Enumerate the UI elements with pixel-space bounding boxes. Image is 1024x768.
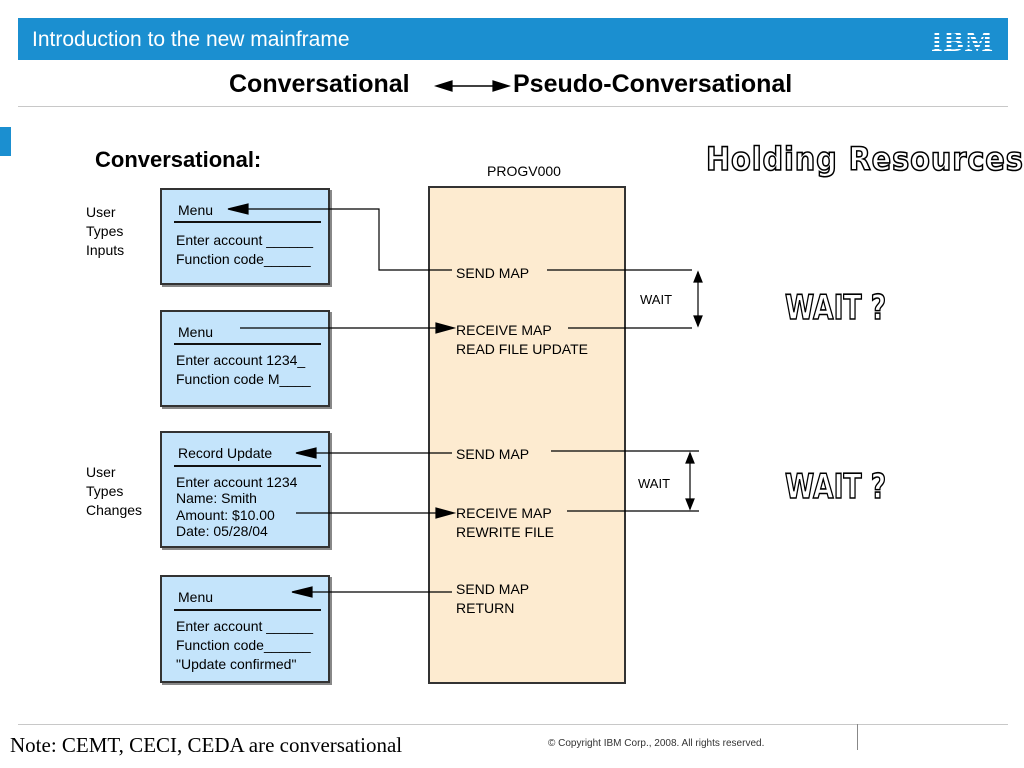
holding-resources-callout: Holding Resources (705, 139, 1024, 179)
title-pseudo-conversational: Pseudo-Conversational (513, 70, 793, 98)
screen-header-rule (174, 221, 321, 223)
screen-line: "Update confirmed" (176, 656, 297, 672)
title-conversational: Conversational (229, 70, 410, 98)
receive-map-1-arrowhead (435, 322, 457, 334)
user-label-line: User (86, 464, 116, 480)
user-label-line: Types (86, 483, 124, 499)
screen-menu-filled: Menu Enter account 1234_ Function code M… (160, 310, 330, 407)
user-label-line: Changes (86, 502, 143, 518)
step-line: RECEIVE MAP (456, 505, 552, 521)
screen-line: Function code______ (176, 251, 311, 267)
wait-2-arrow-down (685, 498, 695, 511)
side-tab-marker (0, 127, 11, 156)
send-map-2-arrowhead (295, 447, 317, 459)
screen-line: Enter account ______ (176, 232, 313, 248)
program-name: PROGV000 (487, 163, 561, 179)
screen-line: Function code______ (176, 637, 311, 653)
screen-line: Enter account 1234_ (176, 352, 306, 368)
header-bar: Introduction to the new mainframe IBM (18, 18, 1008, 60)
wait-label-1: WAIT (640, 292, 673, 307)
program-box (428, 186, 626, 684)
user-label-inputs: User Types Inputs (86, 203, 124, 260)
copyright: © Copyright IBM Corp., 2008. All rights … (548, 738, 765, 749)
wait-question-callout-2: WAIT ? (784, 466, 887, 508)
screen-header: Menu (178, 202, 214, 218)
title-divider (18, 106, 1008, 107)
screen-header: Menu (178, 324, 214, 340)
screen-header: Menu (178, 589, 214, 605)
screen-header-rule (174, 609, 321, 611)
wait-2-arrow-up (685, 451, 695, 464)
step-line: SEND MAP (456, 265, 530, 281)
screen-header-rule (174, 465, 321, 467)
wait-1-arrow-down (693, 315, 703, 328)
send-map-return-arrowhead (291, 586, 313, 598)
step-line: RECEIVE MAP (456, 322, 552, 338)
screen-line: Enter account ______ (176, 618, 313, 634)
send-map-1-arrowhead (227, 203, 249, 215)
wait-1-arrow-up (693, 270, 703, 283)
ibm-logo: IBM (931, 25, 994, 58)
wait-label-2: WAIT (638, 476, 671, 491)
step-line: READ FILE UPDATE (456, 341, 588, 357)
user-label-changes: User Types Changes (86, 463, 142, 520)
user-label-line: Inputs (86, 242, 125, 258)
screen-line: Amount: $10.00 (176, 507, 275, 523)
footer-note: Note: CEMT, CECI, CEDA are conversationa… (10, 733, 403, 757)
user-label-line: User (86, 204, 116, 220)
step-line: RETURN (456, 600, 515, 616)
step-line: REWRITE FILE (456, 524, 555, 540)
send-map-1-connector (248, 208, 452, 271)
wait-question-callout-1: WAIT ? (784, 287, 887, 329)
screen-header: Record Update (178, 445, 273, 461)
program-step-send-map-1: SEND MAP (456, 264, 529, 283)
title-arrowhead-left (433, 80, 453, 92)
screen-line: Name: Smith (176, 490, 257, 506)
step-line: SEND MAP (456, 446, 530, 462)
program-step-send-map-return: SEND MAP RETURN (456, 580, 529, 618)
section-heading: Conversational: (95, 147, 262, 172)
header-title: Introduction to the new mainframe (32, 28, 350, 51)
user-label-line: Types (86, 223, 124, 239)
screen-line: Enter account 1234 (176, 474, 298, 490)
program-step-send-map-2: SEND MAP (456, 445, 529, 464)
footer-separator (857, 724, 858, 750)
title-arrowhead-right (492, 80, 512, 92)
screen-record-update: Record Update Enter account 1234 Name: S… (160, 431, 330, 548)
step-line: SEND MAP (456, 581, 530, 597)
receive-map-2-arrowhead (435, 507, 457, 519)
footer-divider (18, 724, 1008, 725)
screen-line: Function code M____ (176, 371, 311, 387)
program-step-receive-map-1: RECEIVE MAP READ FILE UPDATE (456, 321, 588, 359)
screen-header-rule (174, 343, 321, 345)
screen-line: Date: 05/28/04 (176, 523, 268, 539)
program-step-receive-map-2: RECEIVE MAP REWRITE FILE (456, 504, 554, 542)
